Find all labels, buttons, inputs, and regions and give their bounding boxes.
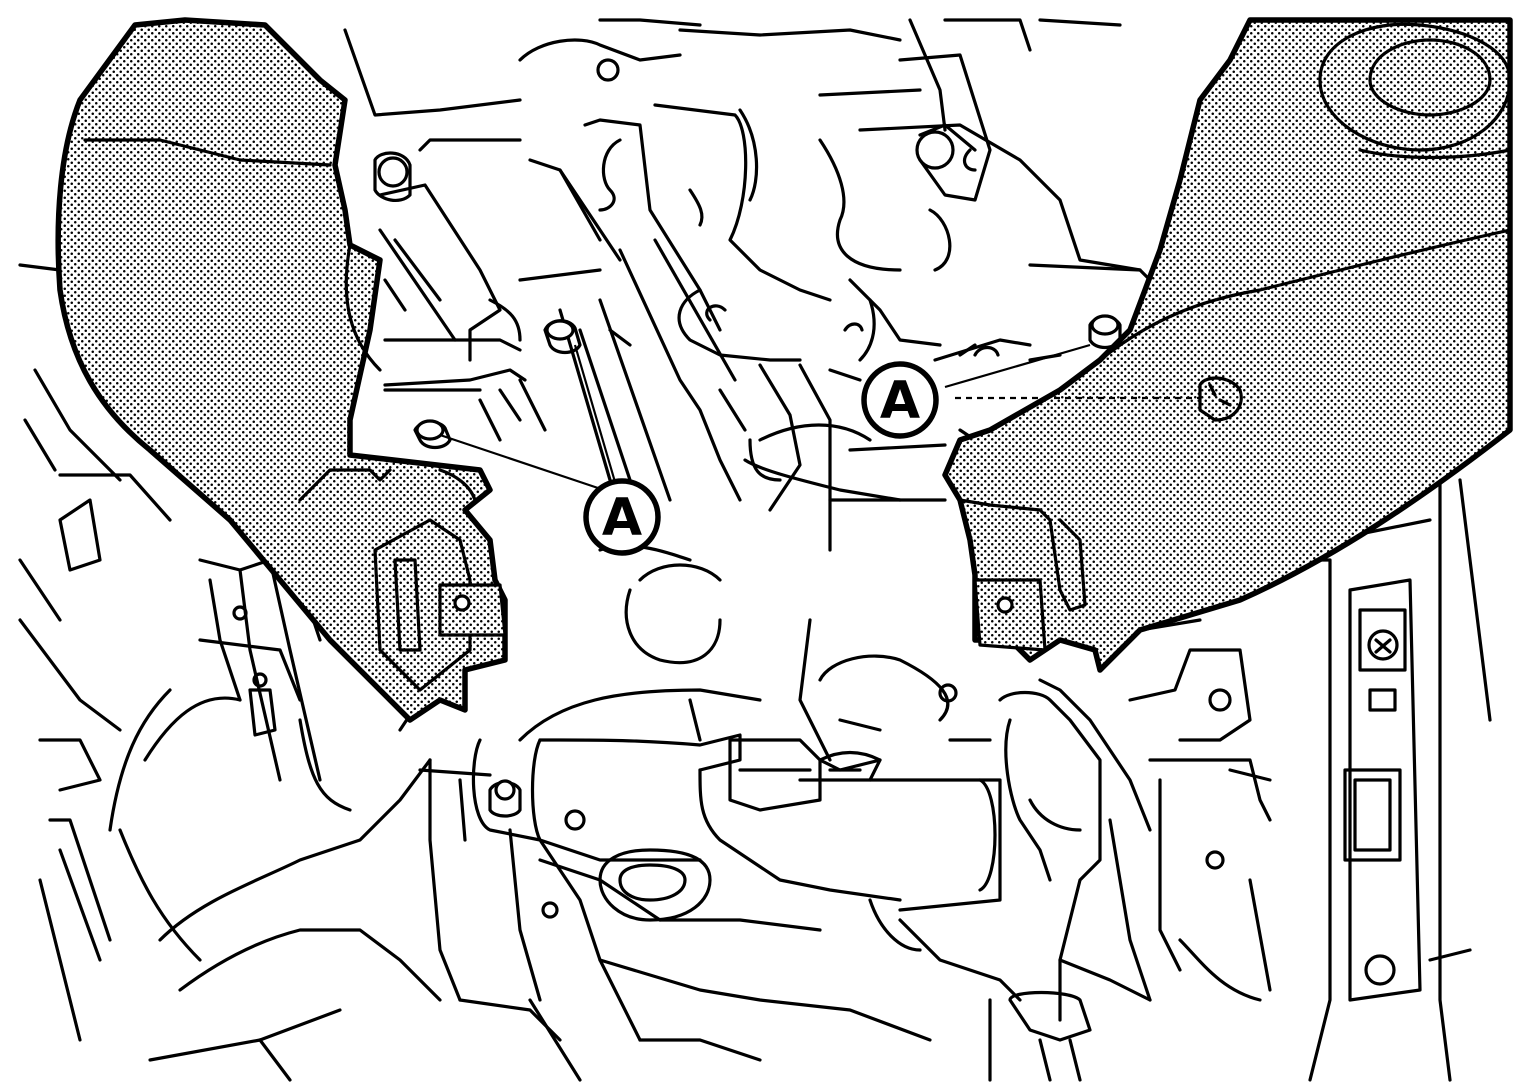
bolt-icon [373,151,412,203]
hole-icon [596,58,620,82]
bolts [232,58,1399,986]
hole-icon [1364,954,1396,986]
hole-icon [1367,629,1399,661]
bolt-icon [413,419,452,450]
hole-icon [938,683,958,703]
connector-icon [818,376,1243,782]
callout-label: A [880,371,920,431]
bolt-icon [1088,314,1122,350]
hole-icon [541,901,559,919]
hole-icon [564,809,586,831]
background-linework [18,18,1492,1082]
hole-icon [252,672,268,688]
bolt-icon [543,319,582,355]
hole-icon [1205,850,1225,870]
hole-icon [1208,688,1232,712]
clip-icon [705,304,727,322]
callout-label: A [602,488,642,548]
hole-icon [232,605,248,621]
callout-a-center: A [583,478,661,556]
bolt-icon [915,123,977,170]
leader-lines [439,343,1200,490]
right-bracket-shaded [942,17,1513,673]
left-bracket-shaded [55,17,508,723]
callout-a-right: A [861,361,939,439]
bolt-icon [488,779,522,818]
